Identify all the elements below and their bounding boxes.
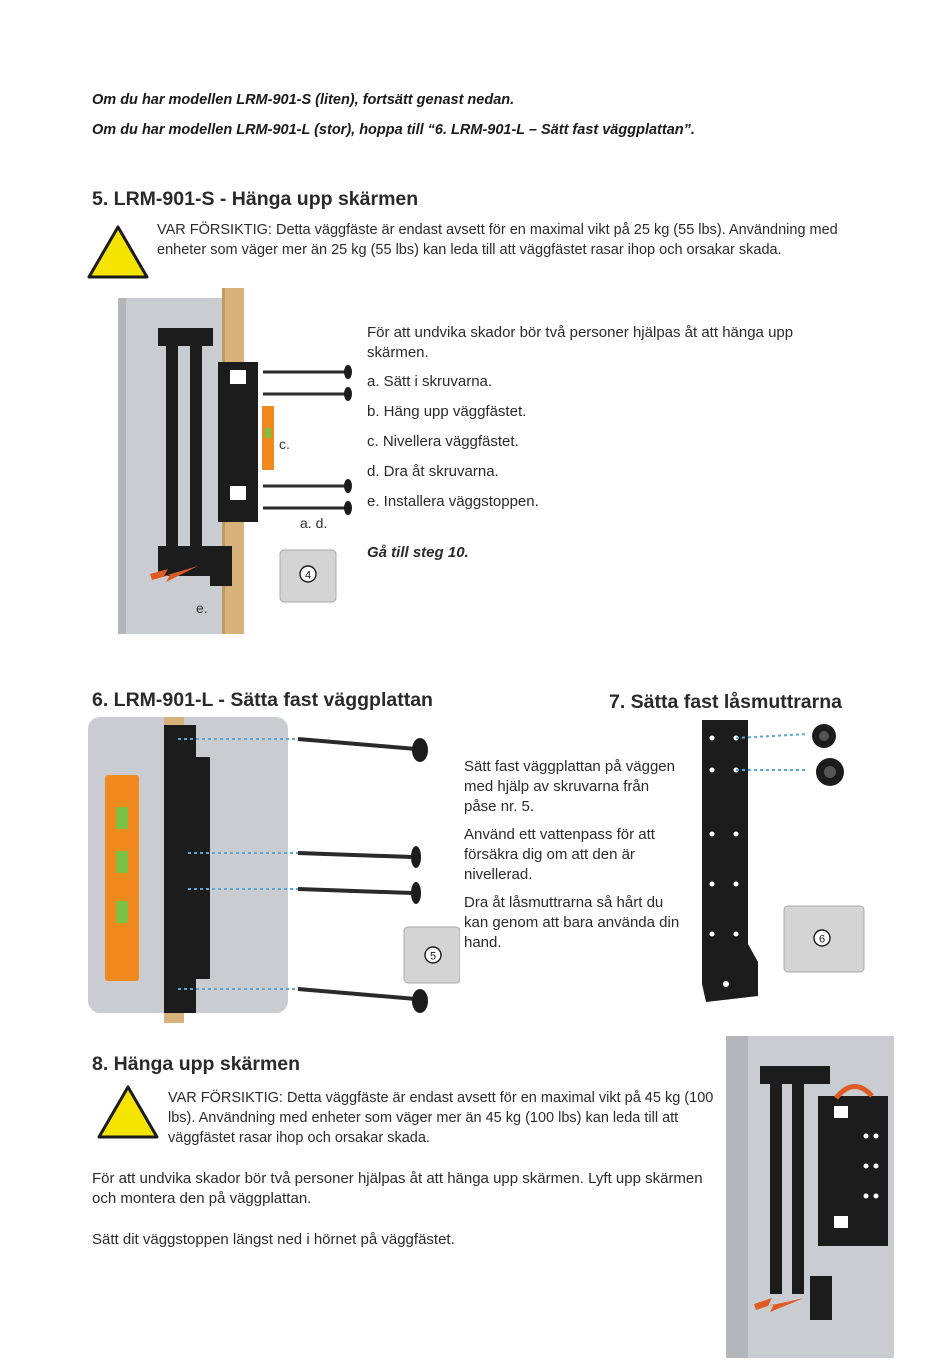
section-6-title: 6. LRM-901-L - Sätta fast väggplattan: [92, 689, 433, 711]
section-5-figure: 4 c. a. d. e.: [118, 288, 352, 634]
bag-6-number: 6: [819, 934, 825, 946]
bag-4-number: 4: [305, 570, 311, 582]
section-8-warning: VAR FÖRSIKTIG: Detta väggfäste är endast…: [168, 1090, 714, 1146]
step-e: e. Installera väggstoppen.: [367, 493, 539, 510]
section-5-intro: För att undvika skador bör två personer …: [367, 324, 794, 361]
label-e: e.: [196, 600, 208, 616]
warning-triangle-icon: [97, 1085, 159, 1139]
label-c: c.: [279, 436, 290, 452]
section-6-para-1: Sätt fast väggplattan på väggen med hjäl…: [464, 758, 675, 815]
warning-triangle-icon: [87, 225, 149, 279]
section-5-title: 5. LRM-901-S - Hänga upp skärmen: [92, 188, 419, 210]
section-5-instructions: För att undvika skador bör två personer …: [367, 323, 857, 572]
section-6-figure: 5: [88, 717, 460, 1023]
section-8-title: 8. Hänga upp skärmen: [92, 1053, 301, 1075]
section-7-title: 7. Sätta fast låsmuttrarna: [609, 691, 843, 713]
section-6-instructions: Sätt fast väggplattan på väggen med hjäl…: [464, 757, 680, 961]
goto-step-10: Gå till steg 10.: [367, 544, 469, 561]
section-8-figure: [726, 1036, 894, 1358]
label-a-d: a. d.: [300, 515, 327, 531]
step-a: a. Sätt i skruvarna.: [367, 373, 493, 390]
intro-line-1: Om du har modellen LRM-901-S (liten), fo…: [92, 92, 515, 108]
section-7-figure: 6: [702, 720, 865, 1002]
section-6-para-3: Dra åt låsmuttrarna så hårt du kan genom…: [464, 894, 680, 951]
step-c: c. Nivellera väggfästet.: [367, 433, 519, 450]
section-8-para-1: För att undvika skador bör två personer …: [92, 1170, 703, 1207]
section-8-para-2: Sätt dit väggstoppen längst ned i hörnet…: [92, 1231, 455, 1248]
step-b: b. Häng upp väggfästet.: [367, 403, 527, 420]
bag-5-number: 5: [430, 951, 436, 963]
section-6-para-2: Använd ett vattenpass för att försäkra d…: [464, 826, 655, 883]
intro-line-2: Om du har modellen LRM-901-L (stor), hop…: [92, 122, 695, 138]
section-5-warning: VAR FÖRSIKTIG: Detta väggfäste är endast…: [157, 222, 838, 258]
step-d: d. Dra åt skruvarna.: [367, 463, 499, 480]
